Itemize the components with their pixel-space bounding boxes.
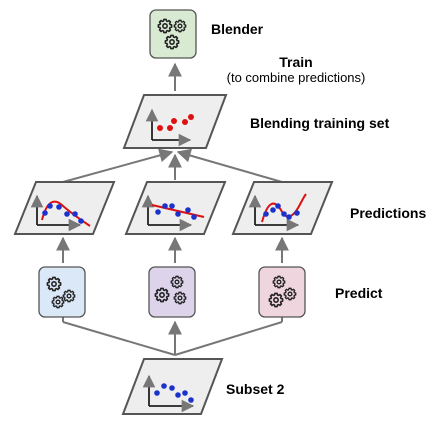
prediction-panel-2 xyxy=(124,181,227,235)
blender-box xyxy=(149,9,197,59)
model-box-1 xyxy=(38,266,86,318)
model-box-2 xyxy=(148,266,196,318)
arrow-subset-to-model3 xyxy=(174,321,283,356)
prediction-panel-1 xyxy=(13,181,116,235)
blending-training-set-label: Blending training set xyxy=(250,115,390,131)
train-label: Train xyxy=(279,54,312,70)
arrow-subset-to-model1 xyxy=(62,321,176,356)
subset-panel xyxy=(121,358,224,415)
predict-label: Predict xyxy=(335,285,383,301)
model-box-3 xyxy=(258,266,306,318)
subset-label: Subset 2 xyxy=(226,381,285,397)
arrow-prediction3-to-blending xyxy=(176,148,283,183)
arrow-prediction1-to-blending xyxy=(62,148,174,183)
blender-label: Blender xyxy=(211,21,264,37)
prediction-panel-3 xyxy=(231,181,334,235)
train-subtitle: (to combine predictions) xyxy=(227,70,366,85)
blending-training-set-panel xyxy=(122,94,228,149)
predictions-label: Predictions xyxy=(350,205,426,221)
